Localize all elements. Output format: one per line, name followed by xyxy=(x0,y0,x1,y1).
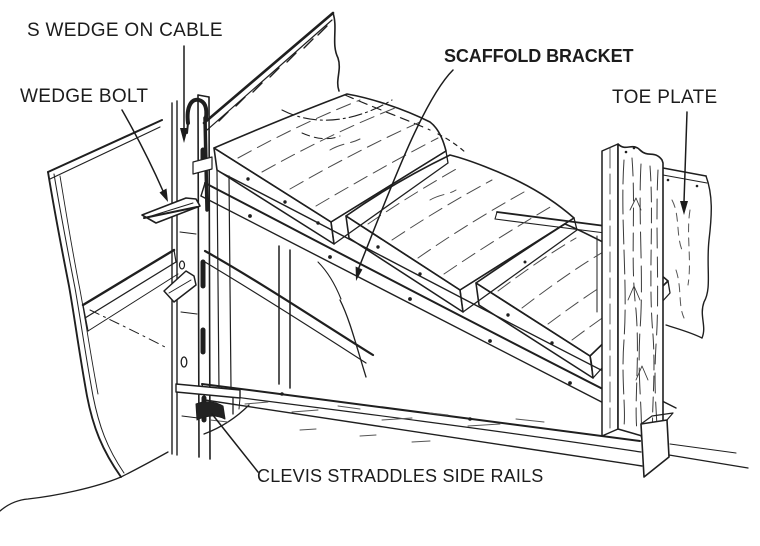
arrowhead-s-wedge xyxy=(180,128,188,143)
label-scaffold-bracket: SCAFFOLD BRACKET xyxy=(444,46,634,66)
scaffold-bracket-frame xyxy=(201,172,676,466)
leader-clevis xyxy=(212,414,258,472)
ledge-board xyxy=(83,250,178,331)
bracket-end-shoe xyxy=(641,413,748,477)
label-wedge-bolt: WEDGE BOLT xyxy=(20,86,149,107)
plank-1 xyxy=(214,94,448,244)
back-toe-board xyxy=(495,212,613,312)
ground-dashes xyxy=(210,402,544,442)
arrowhead-toe-plate xyxy=(680,201,688,215)
back-wall xyxy=(204,13,465,377)
label-s-wedge-on-cable: S WEDGE ON CABLE xyxy=(27,20,223,41)
label-toe-plate: TOE PLATE xyxy=(612,87,718,108)
leader-scaffold-bracket xyxy=(358,70,453,270)
bracket-wall-plate xyxy=(217,170,231,391)
arrowhead-scaffold-bracket xyxy=(355,266,363,281)
label-clevis-straddles-side-rails: CLEVIS STRADDLES SIDE RAILS xyxy=(257,466,544,486)
s-wedge-on-cable-part xyxy=(187,100,212,210)
wedge-bolt-part xyxy=(142,198,200,223)
left-wall-panel xyxy=(0,120,168,511)
leader-wedge-bolt xyxy=(122,110,163,191)
toe-plate-board xyxy=(663,168,711,338)
toe-plate-post xyxy=(602,144,663,442)
clevis xyxy=(176,384,249,434)
lower-wedge-bolt xyxy=(164,261,196,302)
leader-lines xyxy=(122,46,688,472)
leader-toe-plate xyxy=(684,112,687,202)
arrowhead-wedge-bolt xyxy=(159,188,168,202)
